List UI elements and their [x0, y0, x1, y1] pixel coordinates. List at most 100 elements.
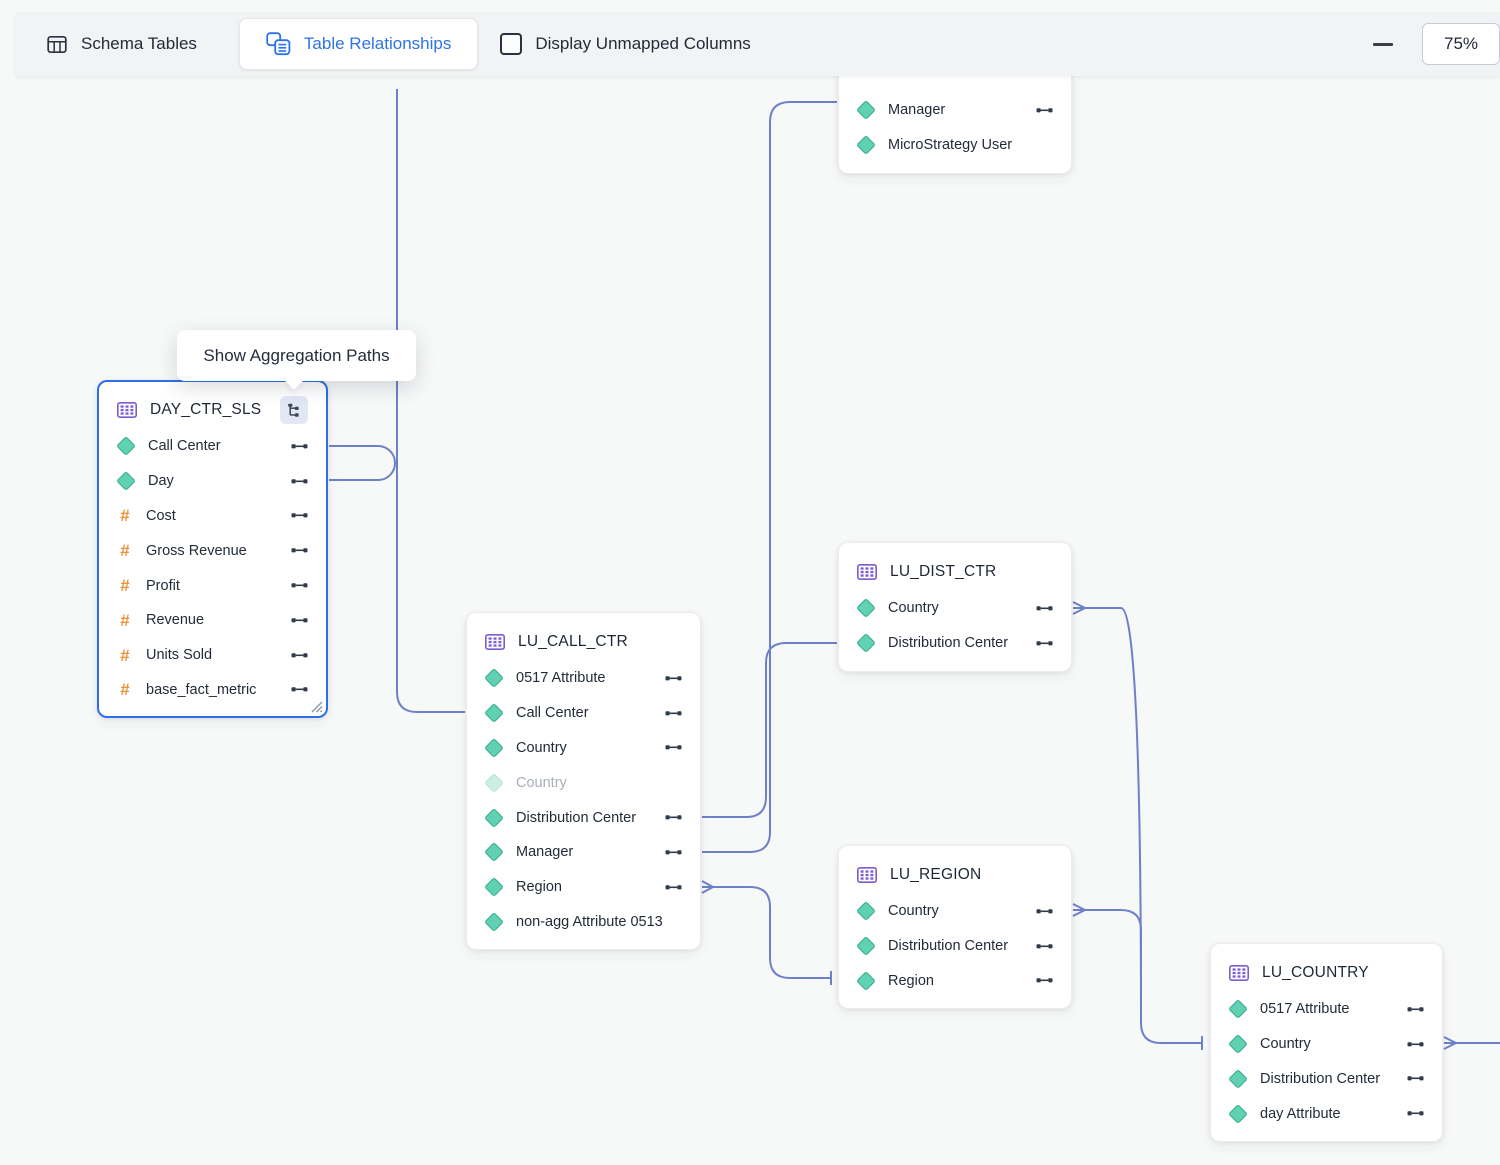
- mapping-icon[interactable]: [1407, 1040, 1424, 1049]
- table-row[interactable]: non-agg Attribute 0513: [467, 905, 700, 940]
- card-header[interactable]: DAY_CTR_SLS: [99, 391, 326, 429]
- table-card-lu-country[interactable]: LU_COUNTRY 0517 Attribute Country Distri…: [1210, 943, 1443, 1143]
- table-relationships-tab[interactable]: Table Relationships: [238, 18, 479, 70]
- mapping-icon[interactable]: [665, 743, 682, 752]
- mapping-icon[interactable]: [1036, 907, 1053, 916]
- schema-tables-button[interactable]: Schema Tables: [47, 34, 197, 54]
- checkbox-unchecked[interactable]: [500, 33, 523, 55]
- mapping-icon[interactable]: [291, 546, 308, 555]
- table-row[interactable]: 0517 Attribute: [467, 661, 700, 696]
- zoom-level-box[interactable]: 75%: [1422, 23, 1500, 65]
- schema-tables-label: Schema Tables: [81, 34, 197, 53]
- table-card-day-ctr-sls[interactable]: DAY_CTR_SLS Call Center Day #Cost #Gross…: [97, 380, 328, 719]
- mapping-icon[interactable]: [291, 685, 308, 694]
- column-label: Day: [148, 473, 174, 490]
- table-row[interactable]: Region: [839, 964, 1071, 999]
- table-row[interactable]: #Revenue: [99, 603, 326, 638]
- mapping-icon[interactable]: [291, 581, 308, 590]
- table-row[interactable]: Country: [839, 894, 1071, 929]
- mapping-icon[interactable]: [291, 651, 308, 660]
- table-row[interactable]: Manager: [467, 835, 700, 870]
- table-title: LU_DIST_CTR: [890, 563, 997, 580]
- table-row[interactable]: #Profit: [99, 568, 326, 603]
- attribute-icon: [856, 598, 876, 619]
- card-header[interactable]: LU_CALL_CTR: [467, 623, 700, 661]
- mapping-icon[interactable]: [291, 616, 308, 625]
- tooltip-text: Show Aggregation Paths: [203, 345, 390, 365]
- column-label: Distribution Center: [516, 809, 637, 826]
- attribute-icon: [116, 436, 136, 457]
- mapping-icon[interactable]: [291, 442, 308, 451]
- table-row[interactable]: MicroStrategy User: [839, 128, 1071, 163]
- mapping-icon[interactable]: [291, 477, 308, 486]
- table-title: LU_CALL_CTR: [518, 633, 628, 650]
- mapping-icon[interactable]: [1407, 1005, 1424, 1014]
- table-row[interactable]: Distribution Center: [839, 626, 1071, 661]
- mapping-icon[interactable]: [1036, 976, 1053, 985]
- column-label: Country: [888, 600, 939, 617]
- mapping-icon[interactable]: [291, 511, 308, 520]
- attribute-icon: [484, 877, 504, 898]
- table-card-lu-dist-ctr[interactable]: LU_DIST_CTR Country Distribution Center: [838, 542, 1072, 672]
- card-header[interactable]: LU_COUNTRY: [1211, 954, 1442, 992]
- mapping-icon[interactable]: [1036, 604, 1053, 613]
- column-label: Country: [1260, 1036, 1311, 1053]
- column-label: non-agg Attribute 0513: [516, 913, 663, 930]
- table-row[interactable]: Country: [839, 591, 1071, 626]
- table-row[interactable]: day Attribute: [1211, 1096, 1442, 1131]
- mapping-icon[interactable]: [1407, 1109, 1424, 1118]
- table-row[interactable]: #base_fact_metric: [99, 673, 326, 708]
- table-row[interactable]: #Cost: [99, 499, 326, 534]
- table-row[interactable]: Call Center: [99, 429, 326, 464]
- mapping-icon[interactable]: [1407, 1074, 1424, 1083]
- display-unmapped-columns-toggle[interactable]: Display Unmapped Columns: [500, 33, 751, 55]
- mapping-icon[interactable]: [665, 848, 682, 857]
- mapping-icon[interactable]: [1036, 106, 1053, 115]
- mapping-icon[interactable]: [1036, 639, 1053, 648]
- column-label: Cost: [146, 507, 176, 524]
- mapping-icon[interactable]: [665, 883, 682, 892]
- table-row[interactable]: Country: [1211, 1027, 1442, 1062]
- table-row[interactable]: Country: [467, 731, 700, 766]
- mapping-icon[interactable]: [1036, 942, 1053, 951]
- table-row[interactable]: #Gross Revenue: [99, 533, 326, 568]
- fact-icon: #: [120, 610, 130, 630]
- mapping-icon[interactable]: [665, 709, 682, 718]
- table-row[interactable]: Distribution Center: [839, 929, 1071, 964]
- table-row[interactable]: Region: [467, 870, 700, 905]
- attribute-icon: [1228, 999, 1248, 1020]
- table-row[interactable]: Manager: [839, 93, 1071, 128]
- card-header[interactable]: LU_DIST_CTR: [839, 553, 1071, 591]
- attribute-icon: [484, 703, 504, 724]
- display-unmapped-label: Display Unmapped Columns: [535, 34, 751, 53]
- zoom-out-button[interactable]: [1366, 27, 1400, 61]
- minus-icon: [1373, 42, 1393, 46]
- column-label: Distribution Center: [1260, 1070, 1381, 1087]
- resize-handle[interactable]: [310, 700, 323, 713]
- attribute-icon: [484, 807, 504, 828]
- column-label: 0517 Attribute: [516, 670, 606, 687]
- tooltip-show-aggregation-paths: Show Aggregation Paths: [177, 330, 416, 390]
- column-label: Region: [888, 972, 934, 989]
- column-label: Manager: [888, 102, 946, 119]
- table-row[interactable]: Day: [99, 464, 326, 499]
- attribute-icon: [1228, 1034, 1248, 1055]
- attribute-icon: [1228, 1103, 1248, 1124]
- mapping-icon[interactable]: [665, 674, 682, 683]
- table-row[interactable]: Call Center: [467, 696, 700, 731]
- table-row[interactable]: #Units Sold: [99, 638, 326, 673]
- table-row[interactable]: Distribution Center: [467, 800, 700, 835]
- mapping-icon[interactable]: [665, 813, 682, 822]
- table-row[interactable]: Country: [467, 765, 700, 800]
- attribute-icon: [856, 633, 876, 654]
- aggregation-paths-button[interactable]: [280, 396, 308, 424]
- card-header[interactable]: LU_REGION: [839, 856, 1071, 894]
- column-label: 0517 Attribute: [1260, 1001, 1350, 1018]
- table-card-lu-region[interactable]: LU_REGION Country Distribution Center Re…: [838, 845, 1072, 1010]
- table-icon: [1229, 965, 1249, 981]
- table-card-lu-call-ctr[interactable]: LU_CALL_CTR 0517 Attribute Call Center C…: [466, 612, 701, 951]
- table-row[interactable]: 0517 Attribute: [1211, 992, 1442, 1027]
- table-row[interactable]: Distribution Center: [1211, 1062, 1442, 1097]
